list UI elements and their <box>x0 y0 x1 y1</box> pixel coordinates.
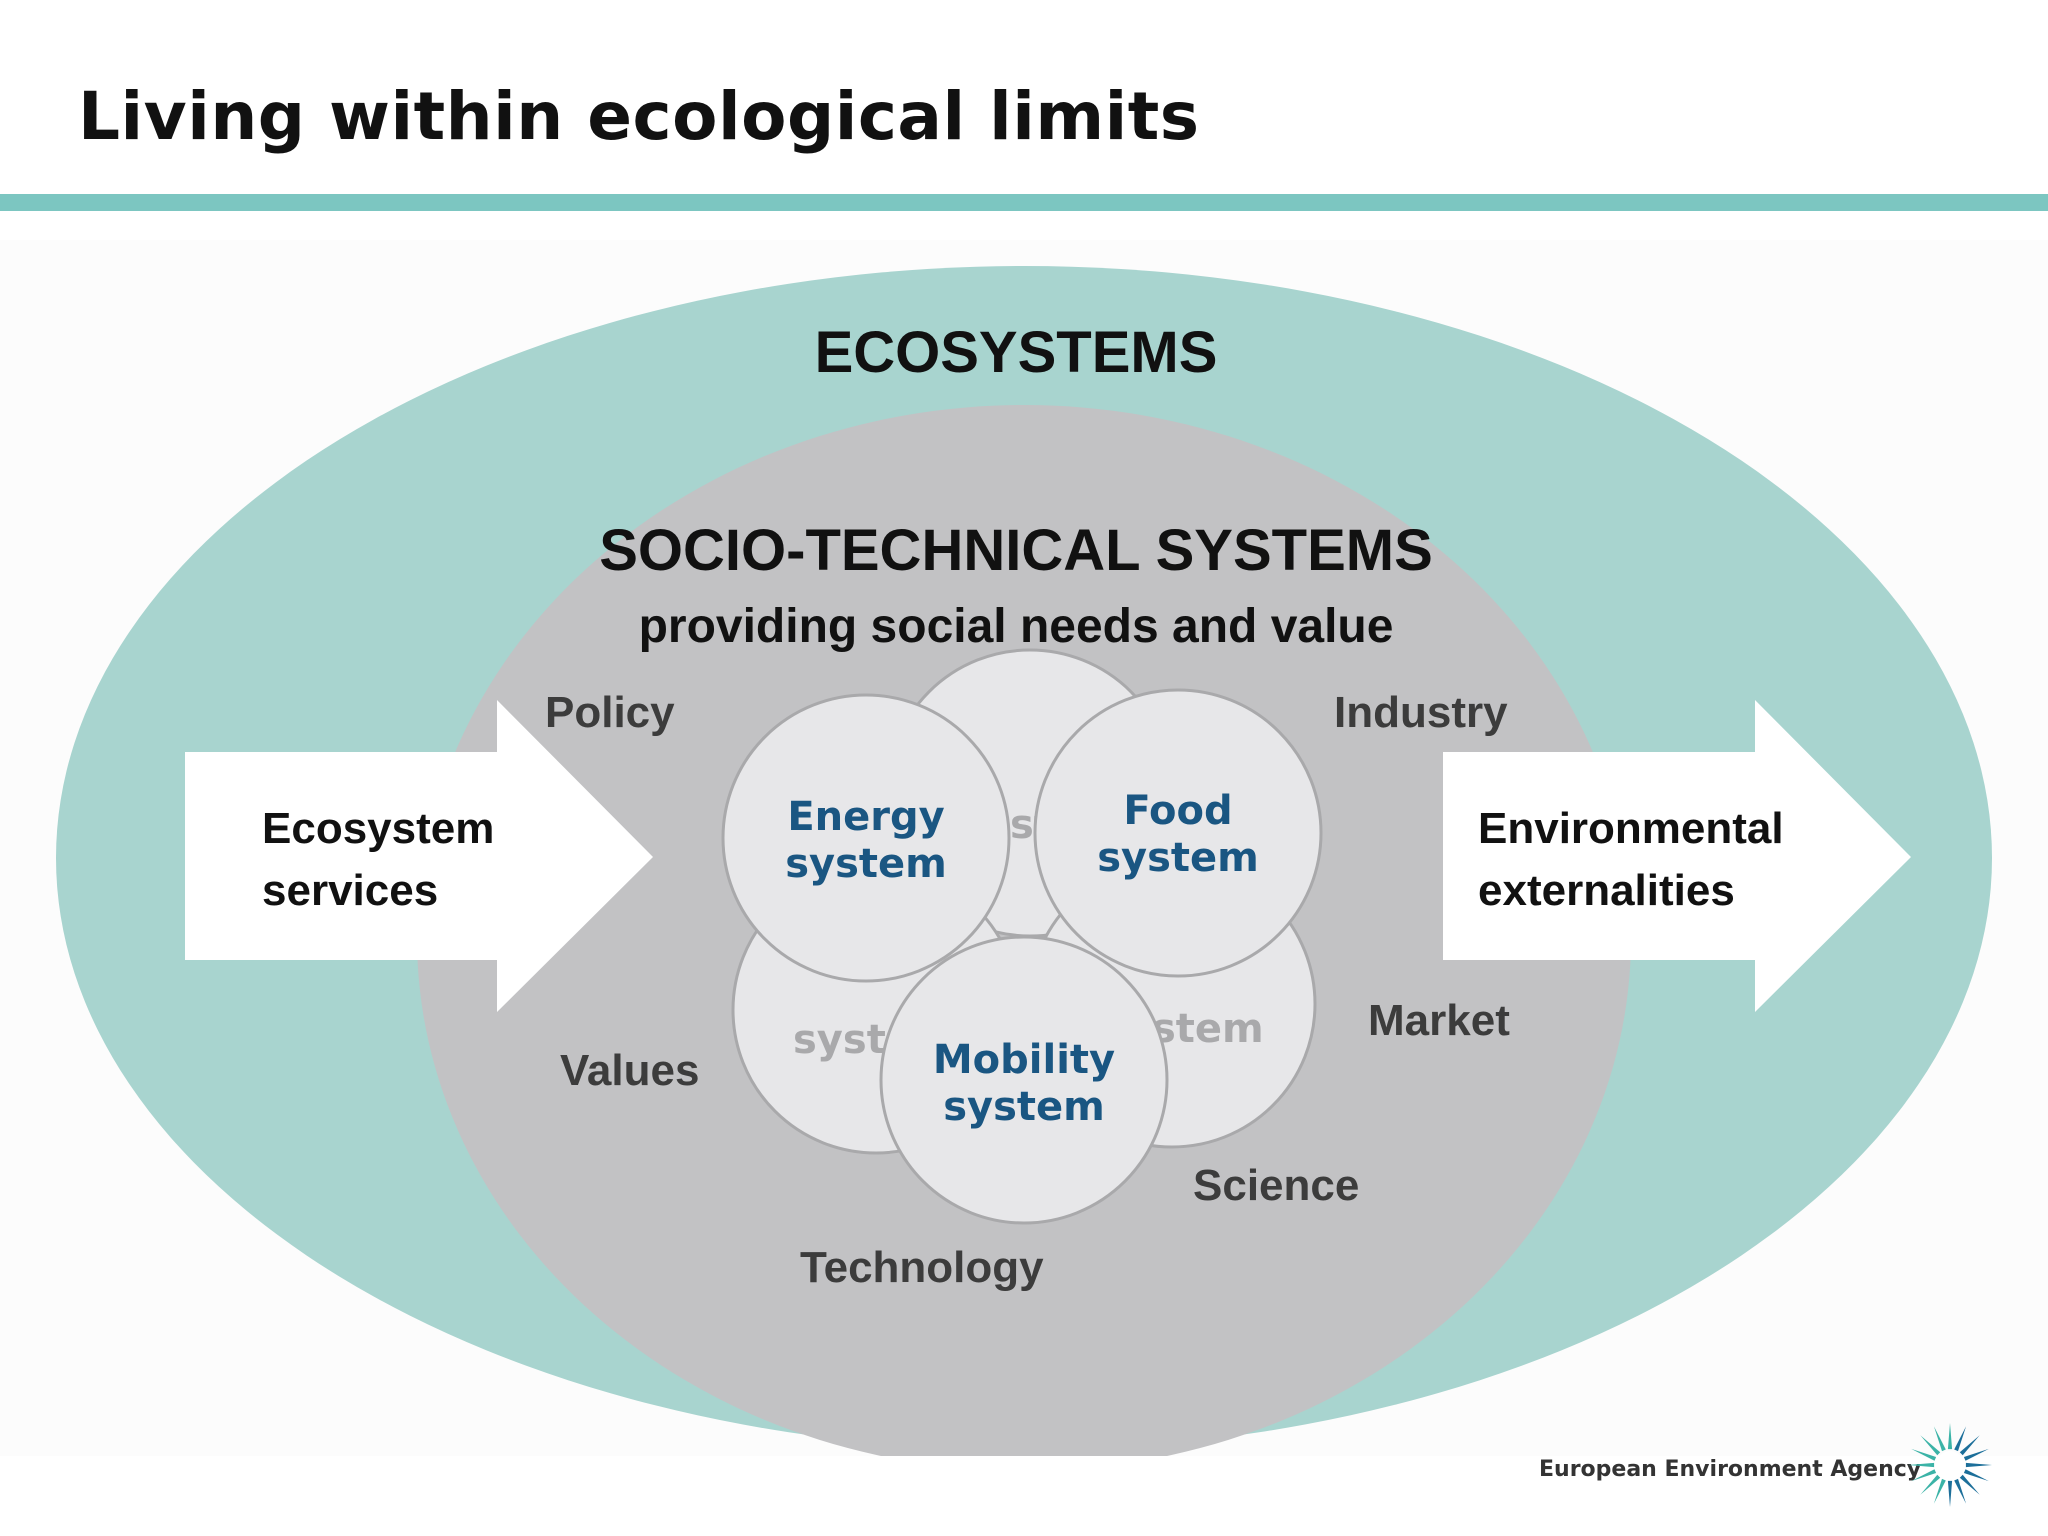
logo-ray <box>1965 1462 1992 1468</box>
ecosystems-label: ECOSYSTEMS <box>815 320 1218 385</box>
logo-ray <box>1947 1480 1953 1507</box>
logo-ray <box>1947 1423 1953 1450</box>
factor-science: Science <box>1193 1161 1359 1210</box>
ecological-limits-diagram: ECOSYSTEMS SOCIO-TECHNICAL SYSTEMS provi… <box>56 266 1992 1456</box>
ecosystem-services-arrow <box>185 700 653 1012</box>
eea-sun-logo-icon <box>1908 1423 1992 1507</box>
logo-ray <box>1920 1435 1941 1456</box>
title-divider <box>0 194 2048 211</box>
food-system-circle <box>1033 688 1323 978</box>
diagram-area: ECOSYSTEMS SOCIO-TECHNICAL SYSTEMS provi… <box>0 240 2048 1456</box>
faded-fragment-bottom-left: syst <box>793 1017 886 1063</box>
socio-technical-sublabel: providing social needs and value <box>639 600 1394 653</box>
socio-technical-label: SOCIO-TECHNICAL SYSTEMS <box>599 518 1433 583</box>
ecosystem-services-line1: Ecosystem <box>262 804 494 853</box>
factor-technology: Technology <box>800 1243 1044 1292</box>
logo-ray <box>1908 1462 1935 1468</box>
environmental-externalities-arrow <box>1443 700 1911 1012</box>
environmental-externalities-line1: Environmental <box>1478 804 1784 853</box>
logo-ray <box>1963 1469 1989 1482</box>
environmental-externalities-line2: externalities <box>1478 866 1735 915</box>
logo-ray <box>1920 1474 1941 1495</box>
energy-system-line1: Energy <box>787 794 944 840</box>
logo-ray <box>1959 1435 1980 1456</box>
logo-ray <box>1911 1469 1937 1482</box>
logo-ray <box>1933 1426 1946 1452</box>
factor-market: Market <box>1368 996 1510 1045</box>
factor-policy: Policy <box>545 688 675 737</box>
mobility-system-line2: system <box>943 1084 1105 1130</box>
energy-system-circle <box>721 693 1011 983</box>
logo-ray <box>1963 1448 1989 1461</box>
footer-branding: European Environment Agency <box>1535 1423 2005 1527</box>
logo-ray <box>1954 1426 1967 1452</box>
organization-name: European Environment Agency <box>1539 1457 1922 1482</box>
page-title: Living within ecological limits <box>78 78 1200 155</box>
mobility-system-line1: Mobility <box>933 1037 1115 1083</box>
food-system-line2: system <box>1097 835 1259 881</box>
factor-values: Values <box>560 1046 699 1095</box>
energy-system-line2: system <box>785 841 947 887</box>
logo-ray <box>1933 1478 1946 1504</box>
logo-ray <box>1959 1474 1980 1495</box>
ecosystem-services-line2: services <box>262 866 438 915</box>
mobility-system-circle <box>879 935 1169 1225</box>
factor-industry: Industry <box>1334 688 1508 737</box>
logo-ray <box>1911 1448 1937 1461</box>
food-system-line1: Food <box>1123 788 1232 834</box>
logo-ray <box>1954 1478 1967 1504</box>
faded-fragment-bottom-right: stem <box>1152 1006 1264 1052</box>
